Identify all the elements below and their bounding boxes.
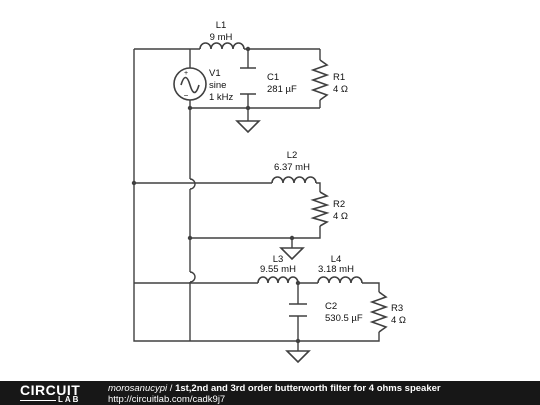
inductor-l2: L2 6.37 mH	[271, 150, 317, 184]
junction-dot	[131, 180, 137, 186]
footer-bar: CIRCUIT LAB morosanucypi / 1st,2nd and 3…	[0, 381, 540, 405]
junction-dot	[245, 105, 251, 111]
minus-sign: −	[184, 91, 189, 100]
junction-dot	[295, 338, 301, 344]
circuitlab-logo-lab: LAB	[58, 395, 81, 404]
circuitlab-logo[interactable]: CIRCUIT	[20, 382, 81, 398]
ground-symbol	[235, 120, 261, 134]
capacitor-c2: C2 530.5 µF	[289, 301, 363, 324]
caption-separator: /	[167, 383, 176, 394]
circuit-caption: morosanucypi / 1st,2nd and 3rd order but…	[108, 383, 441, 394]
c1-name: C1	[267, 72, 279, 83]
circuit-title: 1st,2nd and 3rd order butterworth filter…	[175, 383, 441, 394]
r1-name: R1	[333, 72, 345, 83]
capacitor-c1: C1 281 µF	[240, 67, 297, 95]
resistor-r1: R1 4 Ω	[310, 59, 348, 101]
r2-value: 4 Ω	[333, 211, 348, 222]
c2-value: 530.5 µF	[325, 313, 363, 324]
l2-name: L2	[287, 150, 298, 161]
voltage-source-v1: + − V1 sine 1 kHz	[173, 67, 234, 103]
l4-value: 3.18 mH	[318, 264, 354, 275]
junction-dot	[187, 105, 193, 111]
inductor-l4: L4 3.18 mH	[317, 254, 363, 284]
v1-name: V1	[209, 68, 221, 79]
junction-dot	[289, 235, 295, 241]
l1-name: L1	[216, 20, 227, 31]
logo-wire-icon	[20, 400, 56, 401]
resistor-r2: R2 4 Ω	[310, 191, 348, 227]
circuit-url[interactable]: http://circuitlab.com/cadk9j7	[108, 394, 226, 405]
c1-value: 281 µF	[267, 84, 297, 95]
junction-dot	[245, 46, 251, 52]
wires	[133, 48, 380, 351]
inductor-l1: L1 9 mH	[199, 20, 245, 50]
l4-name: L4	[331, 254, 342, 265]
l1-value: 9 mH	[210, 32, 233, 43]
sine-wave-icon	[180, 76, 200, 94]
author-link[interactable]: morosanucypi	[108, 383, 168, 394]
ground-symbol	[279, 247, 305, 261]
l3-value: 9.55 mH	[260, 264, 296, 275]
r3-value: 4 Ω	[391, 315, 406, 326]
v1-frequency: 1 kHz	[209, 92, 234, 103]
plus-sign: +	[184, 70, 188, 77]
ground-symbol	[285, 350, 311, 364]
l3-name: L3	[273, 254, 284, 265]
r3-name: R3	[391, 303, 403, 314]
c2-name: C2	[325, 301, 337, 312]
circuit-schematic: L1 9 mH + − V1 sine 1 kHz C1 281 µF R1 4…	[131, 20, 406, 364]
v1-type: sine	[209, 80, 226, 91]
resistor-r3: R3 4 Ω	[369, 291, 406, 333]
l2-value: 6.37 mH	[274, 162, 310, 173]
r1-value: 4 Ω	[333, 84, 348, 95]
inductor-l3: L3 9.55 mH	[257, 254, 299, 284]
r2-name: R2	[333, 199, 345, 210]
junction-dot	[187, 235, 193, 241]
